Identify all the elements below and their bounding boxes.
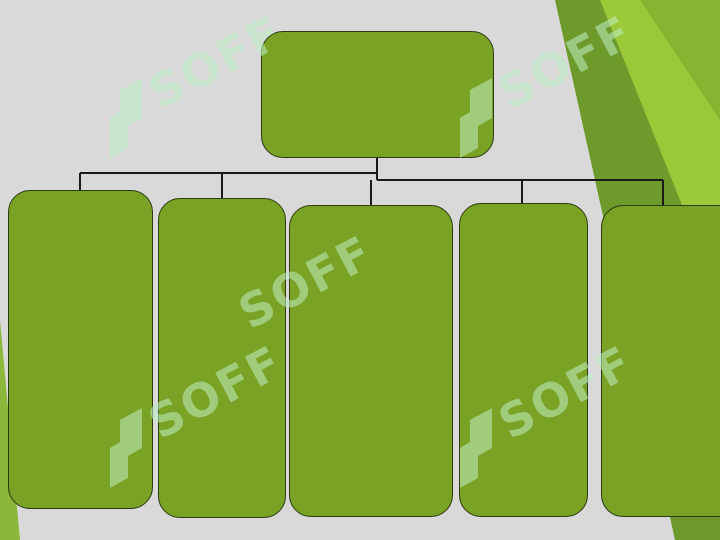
child-node-box-3 [289, 205, 453, 517]
background-stripe-mid [640, 0, 720, 120]
child-node-box-4 [459, 203, 588, 517]
child-node-box-5 [601, 205, 720, 517]
child-node-box-1 [8, 190, 153, 509]
child-node-box-2 [158, 198, 286, 518]
root-node-box [261, 31, 494, 158]
